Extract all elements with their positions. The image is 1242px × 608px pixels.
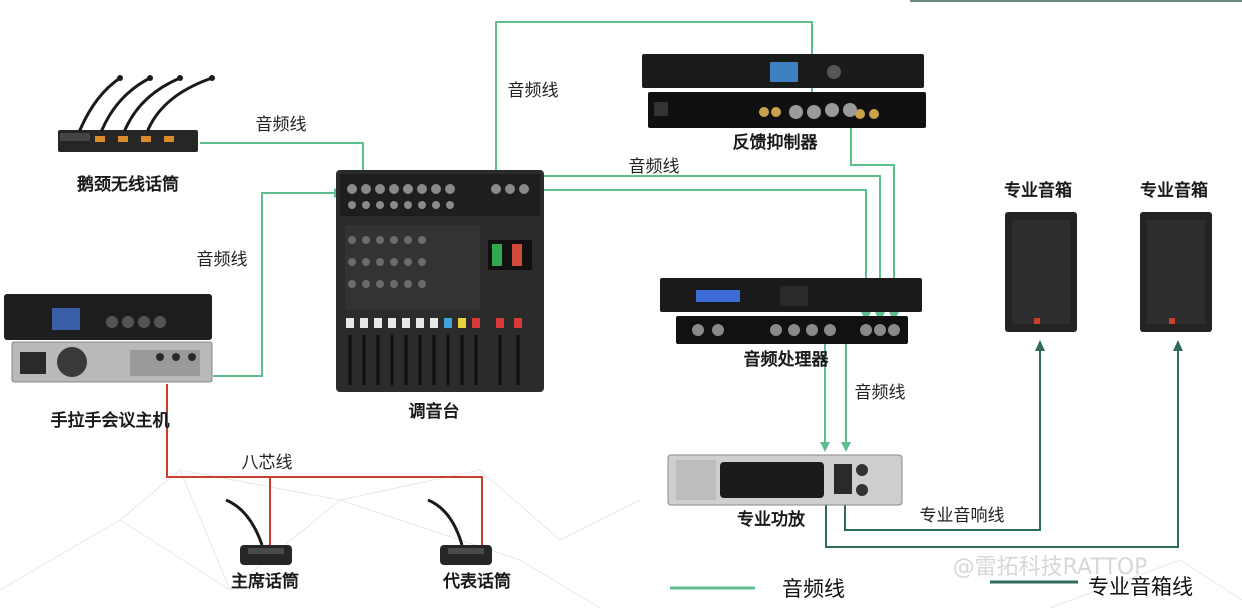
label-conference-host: 手拉手会议主机: [51, 410, 170, 431]
wire-label-host-to-mixer: 音频线: [197, 250, 248, 270]
speaker-arrowheads: [1035, 340, 1183, 351]
label-chairman-mic: 主席话筒: [231, 571, 299, 592]
wire-label-processor-to-amp: 音频线: [855, 383, 906, 403]
wire-label-mic-to-mixer: 音频线: [256, 115, 307, 135]
label-power-amp: 专业功放: [737, 509, 806, 530]
audio-processor: [660, 278, 922, 344]
audio-wires: [200, 21, 895, 448]
label-speaker-left: 专业音箱: [1004, 180, 1072, 201]
wire-label-mixer-to-processor: 音频线: [629, 157, 680, 177]
label-mixer: 调音台: [409, 401, 460, 422]
mixer: [336, 170, 544, 392]
chairman-mic: [225, 498, 292, 565]
legend-audio-label: 音频线: [782, 577, 845, 601]
speaker-right: [1140, 212, 1212, 332]
power-amplifier: [667, 454, 903, 506]
conference-host: [4, 294, 213, 383]
speaker-left: [1005, 212, 1077, 332]
wire-label-host-to-mics: 八芯线: [242, 453, 293, 473]
wire-label-amp-to-speakers: 专业音响线: [920, 506, 1005, 526]
legend-speaker-label: 专业音箱线: [1088, 575, 1193, 599]
wire-label-mixer-to-suppressor: 音频线: [508, 81, 559, 101]
speaker-wires: [825, 345, 1179, 548]
gooseneck-mic-receiver: [58, 75, 215, 152]
label-delegate-mic: 代表话筒: [442, 571, 511, 592]
legend: 音频线 专业音箱线: [670, 575, 1193, 601]
label-feedback-suppressor: 反馈抑制器: [733, 132, 819, 153]
eight-core-wires: [166, 384, 483, 552]
label-gooseneck-mics: 鹅颈无线话筒: [77, 174, 179, 195]
delegate-mic: [427, 498, 492, 565]
label-speaker-right: 专业音箱: [1140, 180, 1208, 201]
label-audio-processor: 音频处理器: [744, 349, 830, 370]
feedback-suppressor: [642, 54, 926, 128]
background-network: [0, 469, 1242, 608]
watermark: @雷拓科技RATTOP: [953, 555, 1148, 580]
